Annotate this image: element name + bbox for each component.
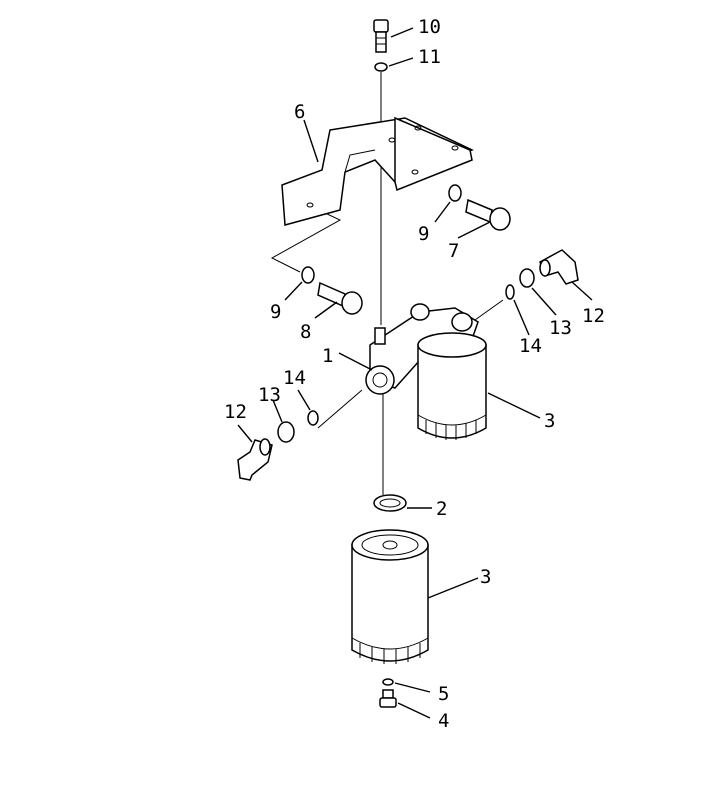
callout-13-left: 13 xyxy=(258,384,281,406)
bracket-6 xyxy=(281,116,474,226)
callout-4: 4 xyxy=(438,710,449,732)
callout-9-upper: 9 xyxy=(418,223,429,245)
right-port-axis xyxy=(474,299,504,321)
left-port-axis xyxy=(317,389,363,429)
nut-13-left xyxy=(277,421,295,443)
elbow-fitting-12-right xyxy=(539,249,579,285)
callout-5: 5 xyxy=(438,683,449,705)
bolt-8 xyxy=(317,281,363,315)
callout-14-left: 14 xyxy=(283,367,306,389)
leader-lines xyxy=(237,27,593,719)
callout-11: 11 xyxy=(418,46,441,68)
washer-9-upper xyxy=(448,184,462,202)
callout-14-right: 14 xyxy=(519,335,542,357)
callout-6: 6 xyxy=(294,101,305,123)
washer-5 xyxy=(382,678,394,686)
callout-3-mounted: 3 xyxy=(544,410,555,432)
callout-12-left: 12 xyxy=(224,401,247,423)
callout-7: 7 xyxy=(448,240,459,262)
o-ring-14-left xyxy=(307,410,319,426)
washer-9-lower xyxy=(301,266,315,284)
bolt-7 xyxy=(465,198,511,231)
filter-cartridge-3-mounted xyxy=(417,332,487,440)
o-ring-14-right xyxy=(505,284,515,300)
washer-11 xyxy=(374,62,388,72)
callout-12-right: 12 xyxy=(582,305,605,327)
gasket-2 xyxy=(373,494,407,512)
callout-1: 1 xyxy=(322,345,333,367)
nut-13-right xyxy=(519,268,535,288)
elbow-fitting-12-left xyxy=(237,438,273,481)
callout-8: 8 xyxy=(300,321,311,343)
callout-3-spare: 3 xyxy=(480,566,491,588)
callout-13-right: 13 xyxy=(549,317,572,339)
drain-plug-4 xyxy=(379,689,397,708)
filter-cartridge-3-spare xyxy=(351,529,429,664)
bolt-10 xyxy=(373,19,389,53)
callout-9-lower: 9 xyxy=(270,301,281,323)
callout-10: 10 xyxy=(418,16,441,38)
callout-2: 2 xyxy=(436,498,447,520)
